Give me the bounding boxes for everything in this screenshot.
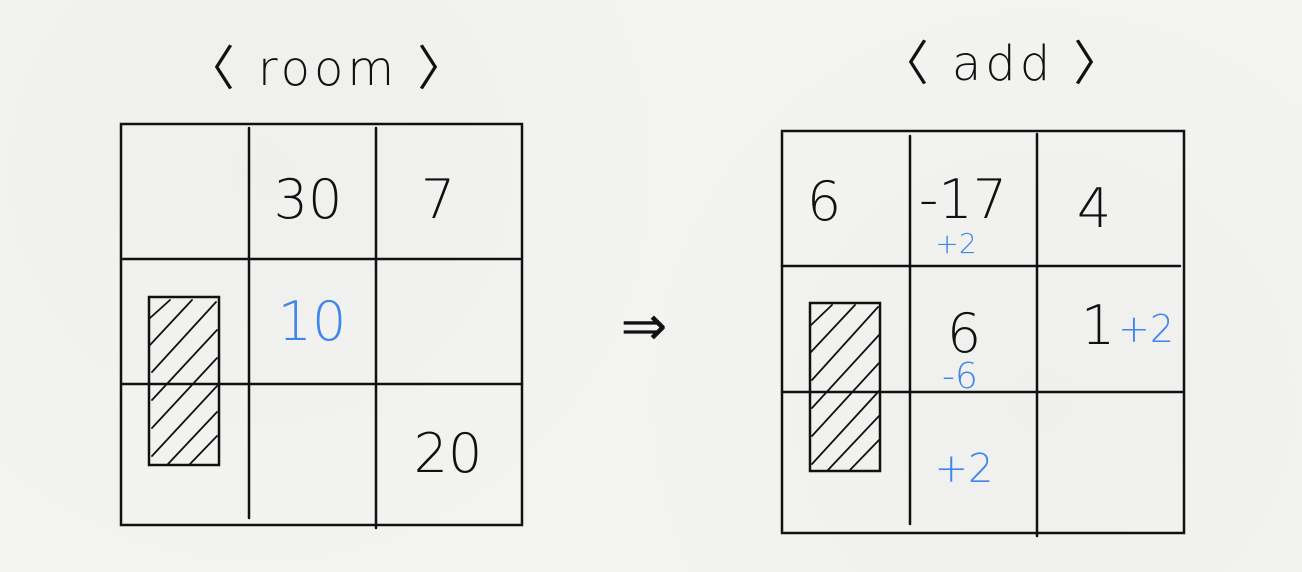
room-grid bbox=[119, 122, 524, 530]
add-cell-r2c1-note: +2 bbox=[935, 446, 994, 492]
room-grid-border bbox=[119, 122, 524, 527]
room-title: 〈 room 〉 bbox=[187, 41, 470, 97]
add-cell-r0c1: -17 bbox=[919, 168, 1007, 231]
room-cell-r0c2: 7 bbox=[421, 168, 455, 231]
add-cell-r1c2-note: +2 bbox=[1118, 307, 1174, 351]
add-grid-border bbox=[780, 129, 1186, 535]
add-obstacle-hatching bbox=[809, 304, 880, 471]
room-obstacle-hatching bbox=[149, 299, 218, 465]
add-cell-r1c1-note: -6 bbox=[942, 356, 978, 397]
add-cell-r1c2: 1 bbox=[1081, 294, 1115, 357]
room-cell-r2c2: 20 bbox=[414, 422, 483, 485]
room-obstacle-hatched bbox=[147, 295, 221, 467]
transform-arrow: ⇒ bbox=[621, 294, 668, 359]
add-obstacle-hatched bbox=[808, 301, 882, 473]
add-cell-r0c0: 6 bbox=[807, 170, 841, 233]
room-cell-r1c1: 10 bbox=[278, 290, 347, 353]
add-grid bbox=[780, 129, 1186, 538]
add-title: 〈 add 〉 bbox=[881, 36, 1126, 92]
add-cell-r0c1-note: +2 bbox=[935, 227, 976, 260]
add-cell-r0c2: 4 bbox=[1077, 177, 1111, 240]
add-cell-r1c1: 6 bbox=[947, 302, 981, 365]
add-obstacle-box bbox=[808, 301, 882, 473]
room-cell-r0c1: 30 bbox=[274, 168, 343, 231]
room-obstacle-box bbox=[147, 295, 221, 467]
